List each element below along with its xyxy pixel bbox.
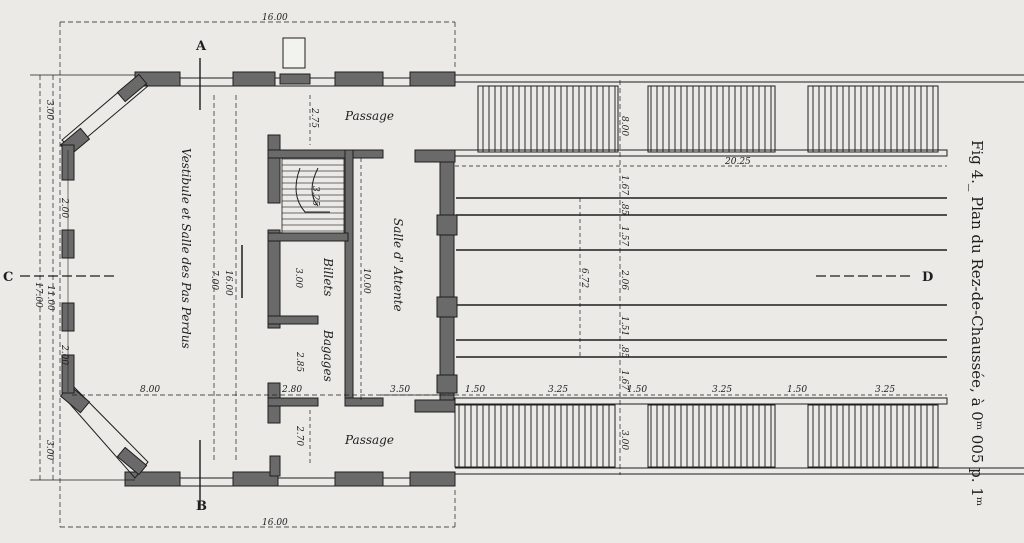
railway-tracks <box>456 197 947 358</box>
section-mark-b: B <box>196 499 207 514</box>
dim-bottom-gap: 2.70 <box>294 425 304 446</box>
room-labels: Passage Passage Vestibule et Salle des P… <box>179 109 405 447</box>
dim-stair-gap: 2.75 <box>309 107 319 128</box>
dim-vestibule-inner: 7.00 <box>209 270 219 290</box>
dim-bagages-gap: 2.85 <box>294 351 304 372</box>
dim-vestibule-depth: 8.00 <box>140 385 160 395</box>
staircase <box>281 157 345 234</box>
dim-left-lower: 3.00 <box>44 440 54 460</box>
dim-platform-length: 20.25 <box>724 157 751 167</box>
dim-gauge-1: 1.67 <box>619 175 629 195</box>
dim-seg-1: 1.50 <box>465 385 485 395</box>
section-mark-a: A <box>195 39 207 54</box>
dim-track-span: 6.72 <box>579 268 589 288</box>
dimension-numbers: 16.00 16.00 17.00 3.00 3.00 2.00 11.00 2… <box>33 13 895 528</box>
section-mark-c: C <box>3 270 13 285</box>
dim-seg-6: 3.25 <box>875 385 895 395</box>
building-walls <box>59 37 458 487</box>
dim-pier-lower: 2.00 <box>59 344 69 365</box>
plate-caption: Fig 4._ Plan du Rez-de-Chaussée, à 0ᵐ 00… <box>968 140 986 506</box>
dim-vestibule-length: 16.00 <box>223 270 233 296</box>
dim-attente-width: 3.50 <box>390 385 410 395</box>
dim-platform-top: 8.00 <box>619 116 629 136</box>
dim-gauge-5: 1.51 <box>619 316 629 336</box>
dim-left-total: 17.00 <box>33 282 43 308</box>
dim-gauge-3: 1.57 <box>619 226 629 246</box>
section-marks: A B C D <box>3 39 933 514</box>
dim-seg-2: 3.25 <box>548 385 568 395</box>
dim-seg-3: 1.50 <box>627 385 647 395</box>
dim-top-width: 16.00 <box>262 13 288 23</box>
dim-billets-depth: 3.00 <box>293 268 303 288</box>
dim-seg-5: 1.50 <box>787 385 807 395</box>
dim-attente-depth: 10.00 <box>361 268 371 294</box>
dim-gauge-2: .85 <box>619 201 629 216</box>
dim-gauge-6: .85 <box>619 344 629 359</box>
dim-seg-4: 3.25 <box>712 385 732 395</box>
section-mark-d: D <box>922 270 933 285</box>
dim-pier-upper: 2.00 <box>59 197 69 218</box>
dim-bagages-width: 2.80 <box>281 385 302 395</box>
dim-gauge-4: 2.06 <box>619 269 629 290</box>
room-vestibule: Vestibule et Salle des Pas Perdus <box>179 148 193 349</box>
dim-platform-bottom: 3.00 <box>619 430 629 450</box>
dim-bottom-width: 16.00 <box>262 518 288 528</box>
dim-stair-depth: 3.25 <box>310 186 320 206</box>
room-salle-attente: Salle d' Attente <box>391 218 405 312</box>
dim-pier-mid: 11.00 <box>45 285 55 311</box>
dim-gauge-7: 1.67 <box>619 370 629 390</box>
room-passage-top: Passage <box>344 109 394 123</box>
dim-left-upper: 3.00 <box>44 100 54 120</box>
room-bagages: Bagages <box>321 329 335 382</box>
room-billets: Billets <box>321 257 335 296</box>
room-passage-bottom: Passage <box>344 433 394 447</box>
platform-sheds <box>454 74 1024 475</box>
dimension-lines <box>20 21 947 528</box>
